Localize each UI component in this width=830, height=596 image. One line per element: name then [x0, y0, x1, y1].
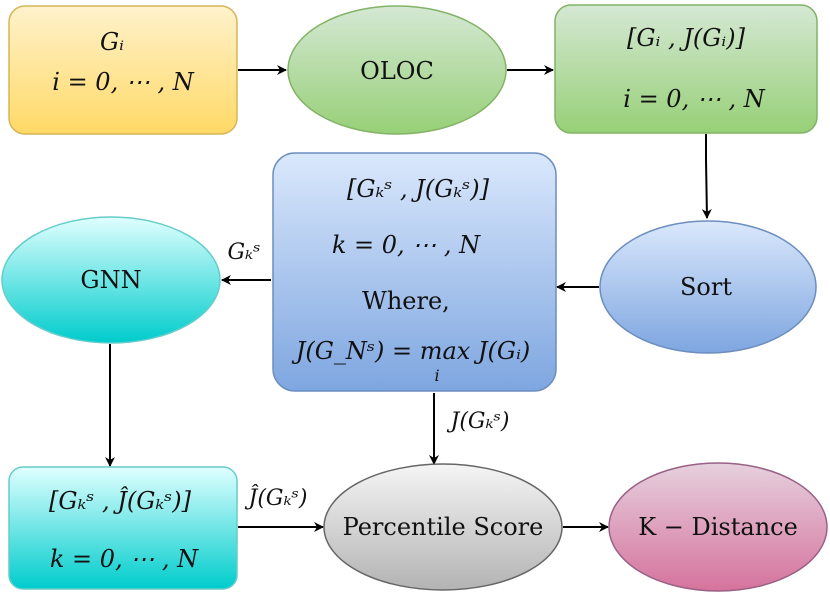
- sorted-line2: k = 0, ⋯ , N: [332, 231, 481, 259]
- edge-label-to-percentile-top: J(Gₖˢ): [447, 409, 510, 434]
- gnn-label: GNN: [80, 266, 141, 294]
- node-gi-pairs: [Gᵢ , J(Gᵢ)] i = 0, ⋯ , N: [554, 4, 818, 134]
- kdist-label: K − Distance: [638, 513, 798, 541]
- edges: [105, 65, 712, 532]
- sorted-line4: J(G_Nˢ) = max J(Gᵢ): [291, 337, 531, 365]
- edge-label-to-percentile-left: Ĵ(Gₖˢ): [245, 484, 308, 511]
- node-oloc: OLOC: [287, 5, 507, 135]
- node-gnn: GNN: [1, 216, 221, 344]
- sorted-line3: Where,: [362, 287, 450, 315]
- edge-pairs-to-sort: [701, 134, 712, 219]
- node-pred-block: [Gₖˢ , Ĵ(Gₖˢ)] k = 0, ⋯ , N: [8, 466, 238, 590]
- oloc-label: OLOC: [360, 57, 434, 85]
- node-kdist: K − Distance: [608, 462, 828, 592]
- sorted-line1: [Gₖˢ , J(Gₖˢ)]: [347, 175, 490, 203]
- node-sorted-block: [Gₖˢ , J(Gₖˢ)] k = 0, ⋯ , N Where, J(G_N…: [272, 152, 557, 392]
- node-percentile: Percentile Score: [323, 463, 563, 591]
- gi-input-line2: i = 0, ⋯ , N: [52, 68, 194, 96]
- sort-label: Sort: [680, 273, 732, 301]
- pred-line1: [Gₖˢ , Ĵ(Gₖˢ)]: [49, 486, 192, 515]
- node-sort: Sort: [599, 220, 817, 354]
- edge-label-to-gnn: Gₖˢ: [227, 240, 260, 265]
- gi-pairs-line2: i = 0, ⋯ , N: [623, 85, 765, 113]
- gi-input-line1: Gᵢ: [100, 28, 124, 56]
- pred-line2: k = 0, ⋯ , N: [50, 545, 199, 573]
- gi-pairs-line1: [Gᵢ , J(Gᵢ)]: [627, 24, 746, 52]
- percentile-label: Percentile Score: [343, 513, 544, 541]
- sorted-line4-subscript: i: [434, 366, 439, 385]
- node-gi-input: Gᵢ i = 0, ⋯ , N: [8, 5, 238, 135]
